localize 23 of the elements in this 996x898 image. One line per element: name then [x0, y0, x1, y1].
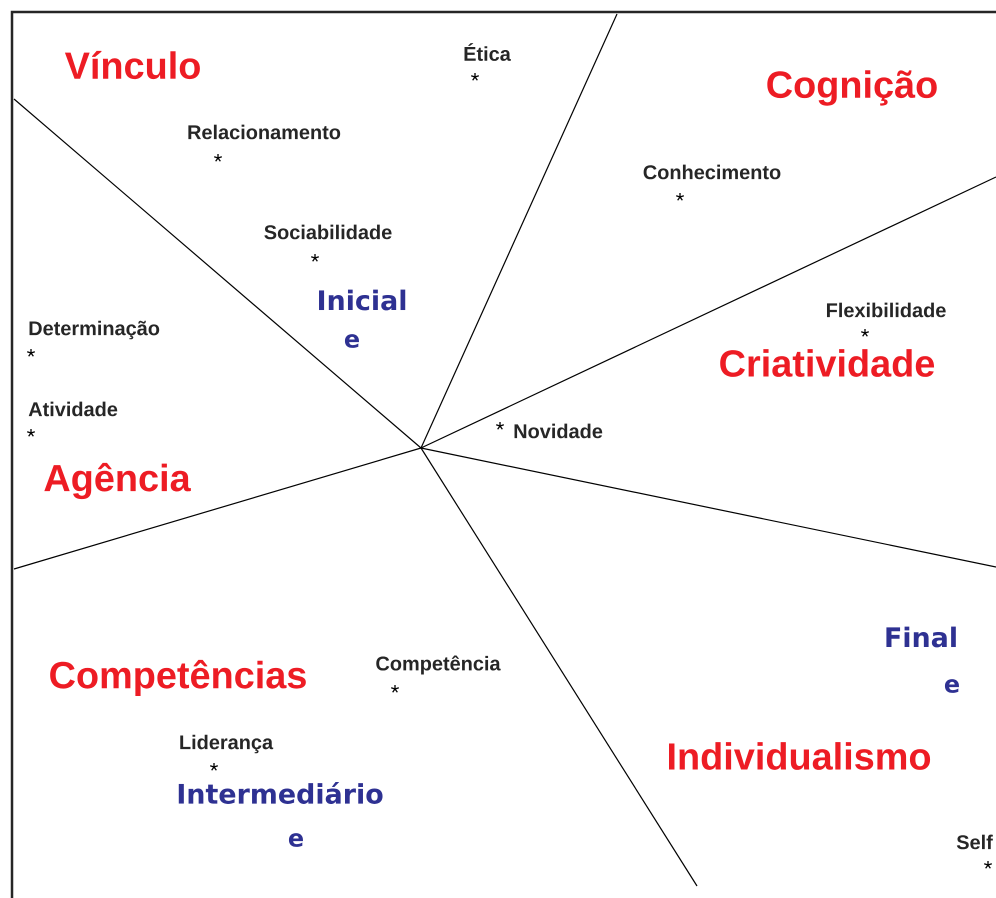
variable-label: Ética [464, 43, 511, 61]
region-title: Individualismo [669, 742, 930, 770]
stage-label: Final [886, 626, 956, 648]
region-title: Competências [50, 660, 306, 696]
variable-label: Relacionamento [188, 124, 340, 140]
stage-label: e [288, 833, 303, 847]
stage-label: e [344, 334, 359, 348]
stage-label: Intermediário [178, 782, 383, 804]
stage-label: Inicial [319, 290, 406, 310]
region-title: Vínculo [64, 50, 200, 80]
region-title: Agência [44, 462, 191, 500]
variable-label: Conhecimento [644, 164, 780, 180]
variable-label: Flexibilidade [826, 302, 946, 318]
variable-label: Self [956, 834, 993, 850]
variable-label: Liderança [180, 734, 274, 754]
region-title: Criatividade [720, 349, 934, 377]
variable-label: Competência [376, 656, 501, 674]
variable-label: Atividade [28, 402, 118, 416]
region-title: Cognição [767, 70, 937, 106]
variable-label: Novidade [514, 424, 602, 438]
variable-label: Sociabilidade [264, 224, 392, 240]
stage-label: e [944, 679, 959, 693]
variable-label: Determinação [30, 320, 160, 340]
